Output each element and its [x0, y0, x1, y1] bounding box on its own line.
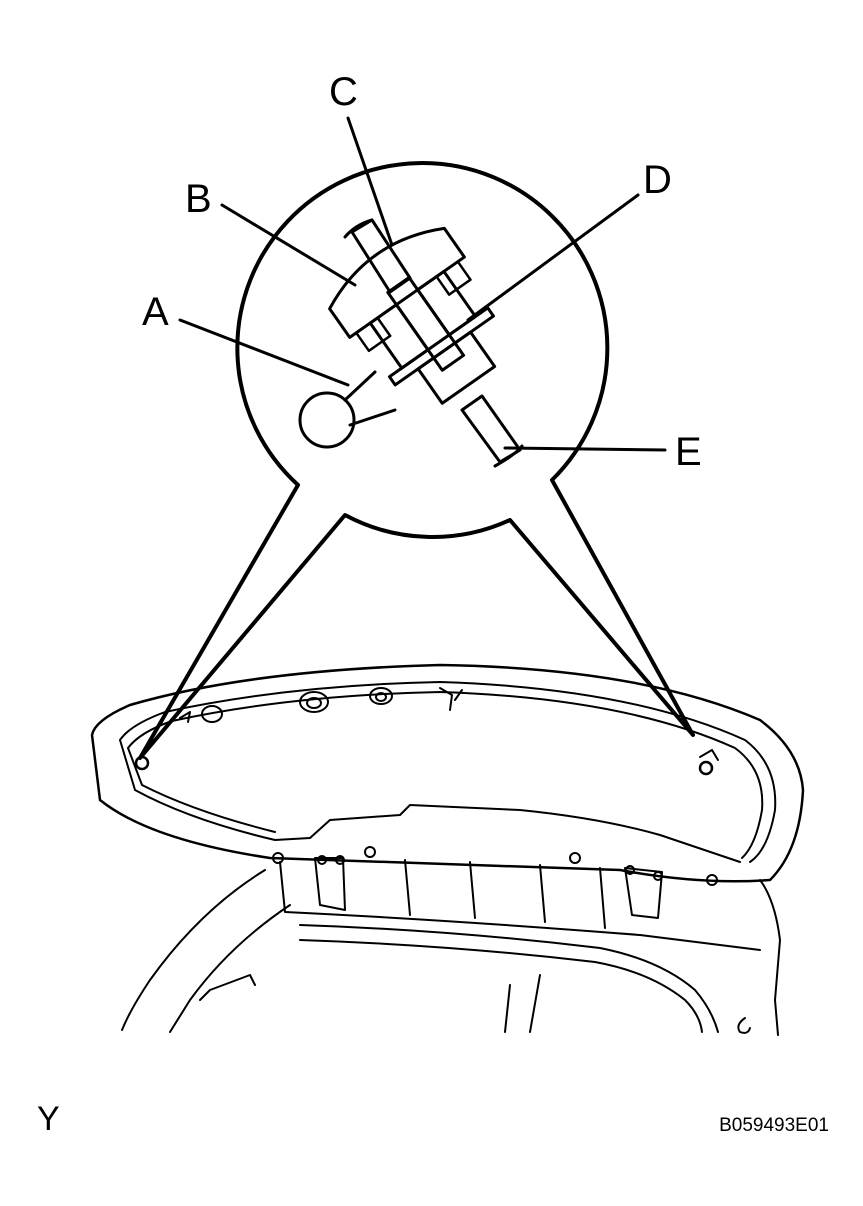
callout-label-e: E: [675, 430, 702, 474]
hood-inner-panel: [90, 663, 805, 1036]
ball-stud-neck: [343, 370, 397, 427]
leader-lines: [178, 116, 667, 452]
callout-label-c: C: [329, 70, 358, 114]
view-mark: Y: [37, 1100, 60, 1138]
figure-code: B059493E01: [719, 1115, 829, 1136]
callout-label-b: B: [185, 177, 212, 221]
callout-label-d: D: [643, 158, 672, 202]
cushion-rubber-right: [435, 260, 472, 296]
upper-shaft-break: [343, 218, 374, 239]
bolt-head: [416, 330, 497, 405]
callout-label-a: A: [142, 290, 169, 334]
detail-callout-circle: [138, 161, 695, 760]
cushion-rubber-left: [355, 316, 392, 353]
ball-stud: [298, 391, 356, 449]
lower-shaft: [460, 394, 522, 464]
upper-shaft: [350, 218, 412, 294]
